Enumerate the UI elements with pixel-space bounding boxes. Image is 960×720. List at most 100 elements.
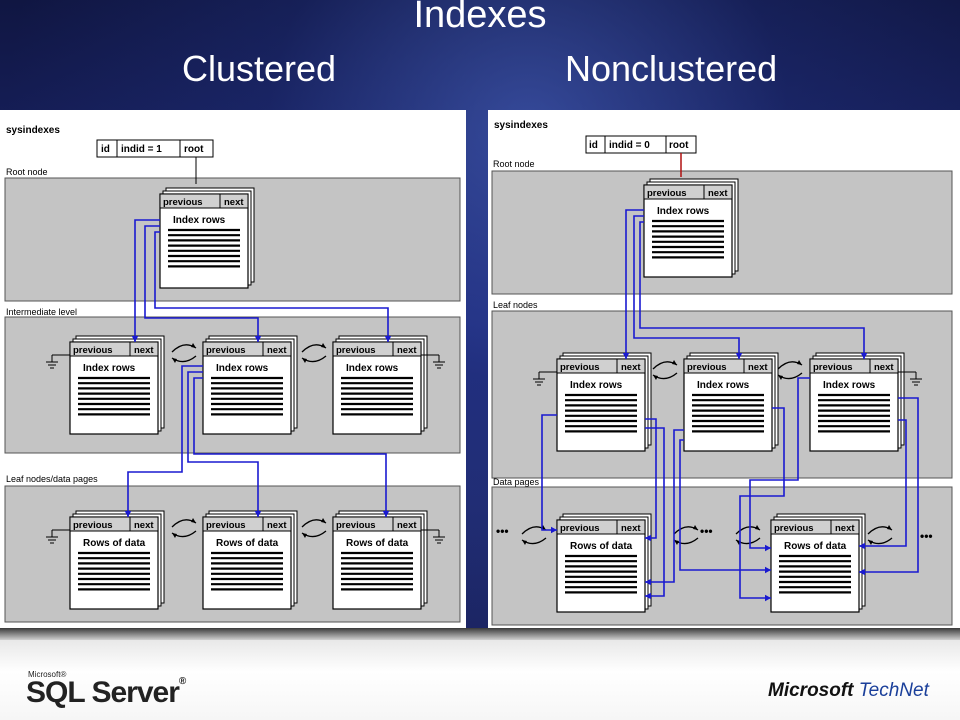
arrowhead xyxy=(735,353,743,359)
level-label-root: Root node xyxy=(6,167,48,177)
arrowhead xyxy=(254,511,262,517)
page-content-label: Index rows xyxy=(216,363,269,374)
clustered-heading: Clustered xyxy=(182,48,337,89)
sysindexes-row: id indid = 0 root xyxy=(585,135,697,177)
next-pointer-label: next xyxy=(621,362,641,373)
nonclustered-diagram: sysindexes id indid = 0 root Root node L… xyxy=(488,110,960,628)
arrowhead xyxy=(765,594,771,602)
arrowhead xyxy=(131,336,139,342)
page-link-arrows-icon xyxy=(652,360,678,380)
previous-pointer-label: previous xyxy=(163,197,203,208)
page-content-label: Rows of data xyxy=(346,538,409,549)
page-link-arrows-icon xyxy=(867,525,893,545)
previous-pointer-label: previous xyxy=(813,362,853,373)
level-label-leaf: Leaf nodes xyxy=(493,300,538,310)
previous-pointer-label: previous xyxy=(560,362,600,373)
null-pointer-ground-icon xyxy=(898,371,922,386)
pointer-arrow xyxy=(187,371,259,517)
arrowhead xyxy=(551,526,557,534)
page-content-label: Rows of data xyxy=(83,538,146,549)
next-pointer-label: next xyxy=(835,523,855,534)
pointer-arrow xyxy=(193,377,387,517)
sql-server-logo-tm: ® xyxy=(178,676,186,687)
arrowhead xyxy=(124,511,132,517)
arrowhead xyxy=(859,542,865,550)
arrowhead xyxy=(382,511,390,517)
level-label-leaf: Leaf nodes/data pages xyxy=(6,474,98,484)
indid-cell: indid = 1 xyxy=(121,144,162,155)
technet-logo-text: TechNet xyxy=(858,680,929,701)
id-cell: id xyxy=(101,144,110,155)
next-pointer-label: next xyxy=(134,345,154,356)
pointer-arrow xyxy=(645,429,684,583)
arrowhead xyxy=(384,336,392,342)
level-label-intermediate: Intermediate level xyxy=(6,307,77,317)
root-cell: root xyxy=(669,140,689,151)
page-content-label: Index rows xyxy=(657,206,710,217)
next-pointer-label: next xyxy=(874,362,894,373)
root-cell: root xyxy=(184,144,204,155)
arrowhead xyxy=(254,336,262,342)
pointer-arrow xyxy=(859,397,919,573)
previous-pointer-label: previous xyxy=(560,523,600,534)
page-content-label: Index rows xyxy=(346,363,399,374)
nonclustered-heading: Nonclustered xyxy=(565,48,778,89)
arrowhead xyxy=(859,568,865,576)
null-pointer-ground-icon xyxy=(421,529,445,544)
page-content-label: Index rows xyxy=(697,380,750,391)
page-content-label: Index rows xyxy=(83,363,136,374)
next-pointer-label: next xyxy=(397,345,417,356)
page-link-arrows-icon xyxy=(521,525,547,545)
sysindexes-label: sysindexes xyxy=(6,125,60,136)
pointer-arrow xyxy=(134,219,160,342)
previous-pointer-label: previous xyxy=(336,520,376,531)
next-pointer-label: next xyxy=(748,362,768,373)
sql-server-logo-text: SQL Server xyxy=(26,676,180,709)
ellipsis-more-pages: ••• xyxy=(496,524,509,538)
page-content-label: Rows of data xyxy=(784,541,847,552)
previous-pointer-label: previous xyxy=(73,345,113,356)
sql-server-logo: SQL Server® xyxy=(26,676,186,710)
arrowhead xyxy=(622,353,630,359)
arrowhead xyxy=(765,544,771,552)
page-content-label: Rows of data xyxy=(216,538,279,549)
page-link-arrows-icon xyxy=(301,343,327,363)
sysindexes-label: sysindexes xyxy=(494,120,548,131)
level-label-data: Data pages xyxy=(493,477,540,487)
ellipsis-more-pages: ••• xyxy=(700,524,713,538)
next-pointer-label: next xyxy=(267,345,287,356)
ellipsis-more-pages: ••• xyxy=(920,529,933,543)
id-cell: id xyxy=(589,140,598,151)
previous-pointer-label: previous xyxy=(336,345,376,356)
previous-pointer-label: previous xyxy=(73,520,113,531)
previous-pointer-label: previous xyxy=(647,188,687,199)
microsoft-technet-logo: Microsoft TechNet xyxy=(768,680,929,702)
sysindexes-row: id indid = 1 root xyxy=(96,139,214,184)
pointer-arrow xyxy=(541,414,557,531)
page-link-arrows-icon xyxy=(171,518,197,538)
next-pointer-label: next xyxy=(397,520,417,531)
pointer-arrow xyxy=(144,225,259,342)
slide-title: Indexes xyxy=(413,0,547,36)
page-link-arrows-icon xyxy=(171,343,197,363)
pointer-arrow xyxy=(645,427,665,597)
footer-divider xyxy=(0,628,960,640)
clustered-diagram: sysindexes id indid = 1 root Root node I… xyxy=(0,110,466,628)
page-content-label: Rows of data xyxy=(570,541,633,552)
arrowhead xyxy=(860,353,868,359)
pointer-arrow xyxy=(639,221,865,359)
level-label-root: Root node xyxy=(493,159,535,169)
pointer-arrow xyxy=(127,365,203,517)
pointer-arrow xyxy=(859,419,907,547)
